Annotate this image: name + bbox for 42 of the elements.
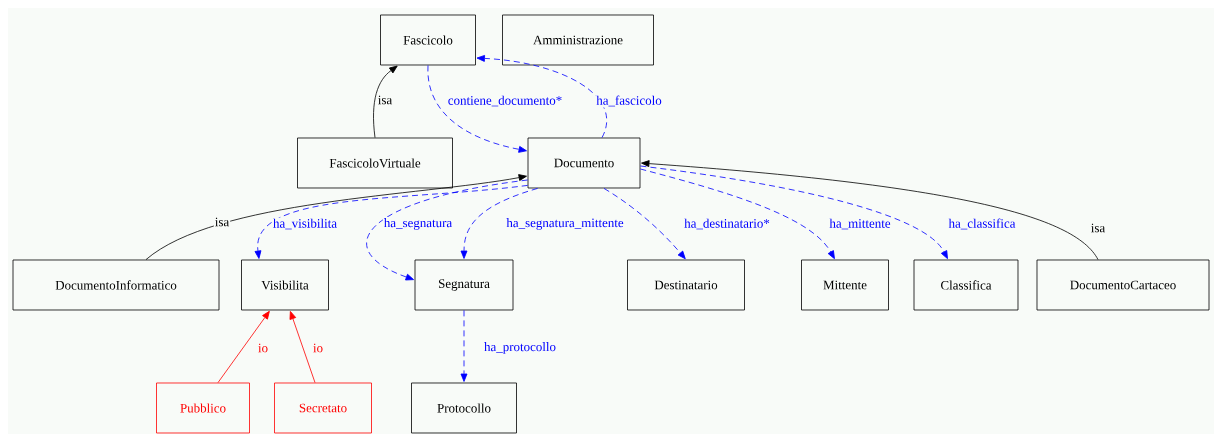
- arrow: [460, 188, 538, 259]
- class-box: Visibilita: [241, 259, 329, 311]
- edge-label: ha_mittente: [829, 218, 891, 230]
- class-box: Amministrazione: [502, 14, 654, 66]
- edge-label: isa: [1091, 223, 1105, 233]
- arrow: [460, 310, 468, 382]
- class-box: Mittente: [801, 259, 889, 311]
- arrow: [373, 65, 398, 138]
- arrow: [217, 310, 270, 383]
- edge-label: ha_visibilita: [273, 218, 337, 230]
- class-box: DocumentoCartaceo: [1036, 259, 1210, 311]
- edge-label: ha_destinatario*: [684, 218, 770, 230]
- edge-label: isa: [378, 95, 393, 105]
- class-box: Secretato: [274, 382, 372, 434]
- edge-label: ha_classifica: [948, 218, 1016, 230]
- edge-label: ha_segnatura: [383, 218, 452, 230]
- arrow: [145, 174, 527, 260]
- arrow: [289, 311, 316, 383]
- edge-label: contiene_documento*: [448, 95, 562, 107]
- class-box: Destinatario: [627, 259, 745, 311]
- class-box: Documento: [527, 137, 641, 189]
- edge-label: io: [258, 343, 268, 353]
- edge-label: ha_protocollo: [484, 342, 556, 354]
- arrow: [427, 65, 527, 153]
- edge-label: ha_fascicolo: [596, 95, 662, 107]
- class-box: Protocollo: [411, 382, 517, 434]
- arrow: [366, 179, 528, 281]
- edge-label: ha_segnatura_mittente: [506, 218, 624, 230]
- arrow: [603, 188, 686, 260]
- arrow: [640, 165, 948, 259]
- arrow: [476, 55, 607, 138]
- edge-label: io: [313, 343, 323, 353]
- class-box: DocumentoInformatico: [12, 259, 220, 311]
- arrow: [641, 160, 1099, 260]
- class-box: Fascicolo: [380, 14, 476, 66]
- class-box: Segnatura: [414, 259, 514, 311]
- class-box: Classifica: [913, 259, 1019, 311]
- arrow: [640, 168, 835, 260]
- class-box: Pubblico: [156, 382, 250, 434]
- class-box: FascicoloVirtuale: [297, 137, 453, 189]
- arrow: [254, 185, 528, 259]
- edge-label: isa: [215, 217, 230, 227]
